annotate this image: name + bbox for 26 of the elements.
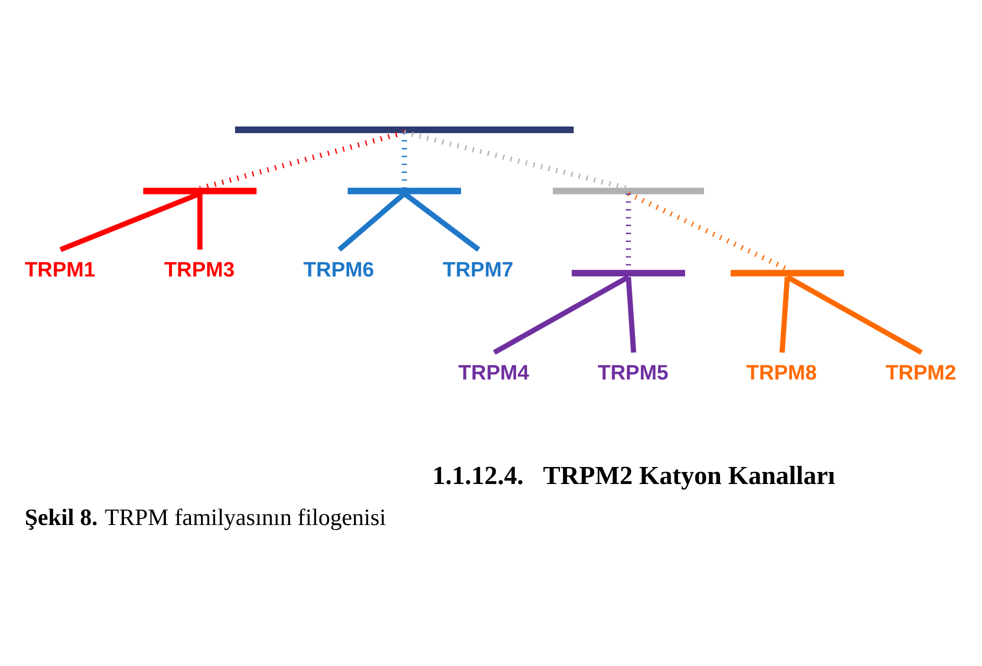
label: 1.1.12.4. TRPM2 Katyon Kanalları (432, 461, 836, 490)
connector (780, 276, 790, 353)
connector (197, 194, 202, 250)
node-bar (730, 270, 844, 276)
connector (627, 191, 788, 272)
node-bar (572, 270, 686, 276)
connector (626, 276, 636, 353)
node-bar (235, 126, 574, 134)
node-bar (143, 188, 257, 194)
node-text: TRPM7 (442, 258, 514, 282)
node-text: TRPM6 (303, 258, 374, 282)
connector (402, 132, 407, 188)
node-text: TRPM3 (164, 258, 235, 282)
connector (492, 274, 630, 355)
node-text: TRPM5 (598, 362, 668, 385)
connector (199, 130, 406, 191)
node-text: TRPM8 (746, 362, 817, 385)
node-text: TRPM4 (458, 362, 530, 385)
connector (402, 192, 480, 252)
caption: Şekil 8. TRPM familyasının filogenisi (24, 504, 386, 531)
node-text: TRPM1 (24, 258, 96, 282)
node-bar (552, 188, 704, 194)
connector (786, 274, 923, 355)
node-text: TRPM2 (886, 362, 956, 385)
connector (338, 192, 406, 252)
node-bar (348, 188, 462, 194)
